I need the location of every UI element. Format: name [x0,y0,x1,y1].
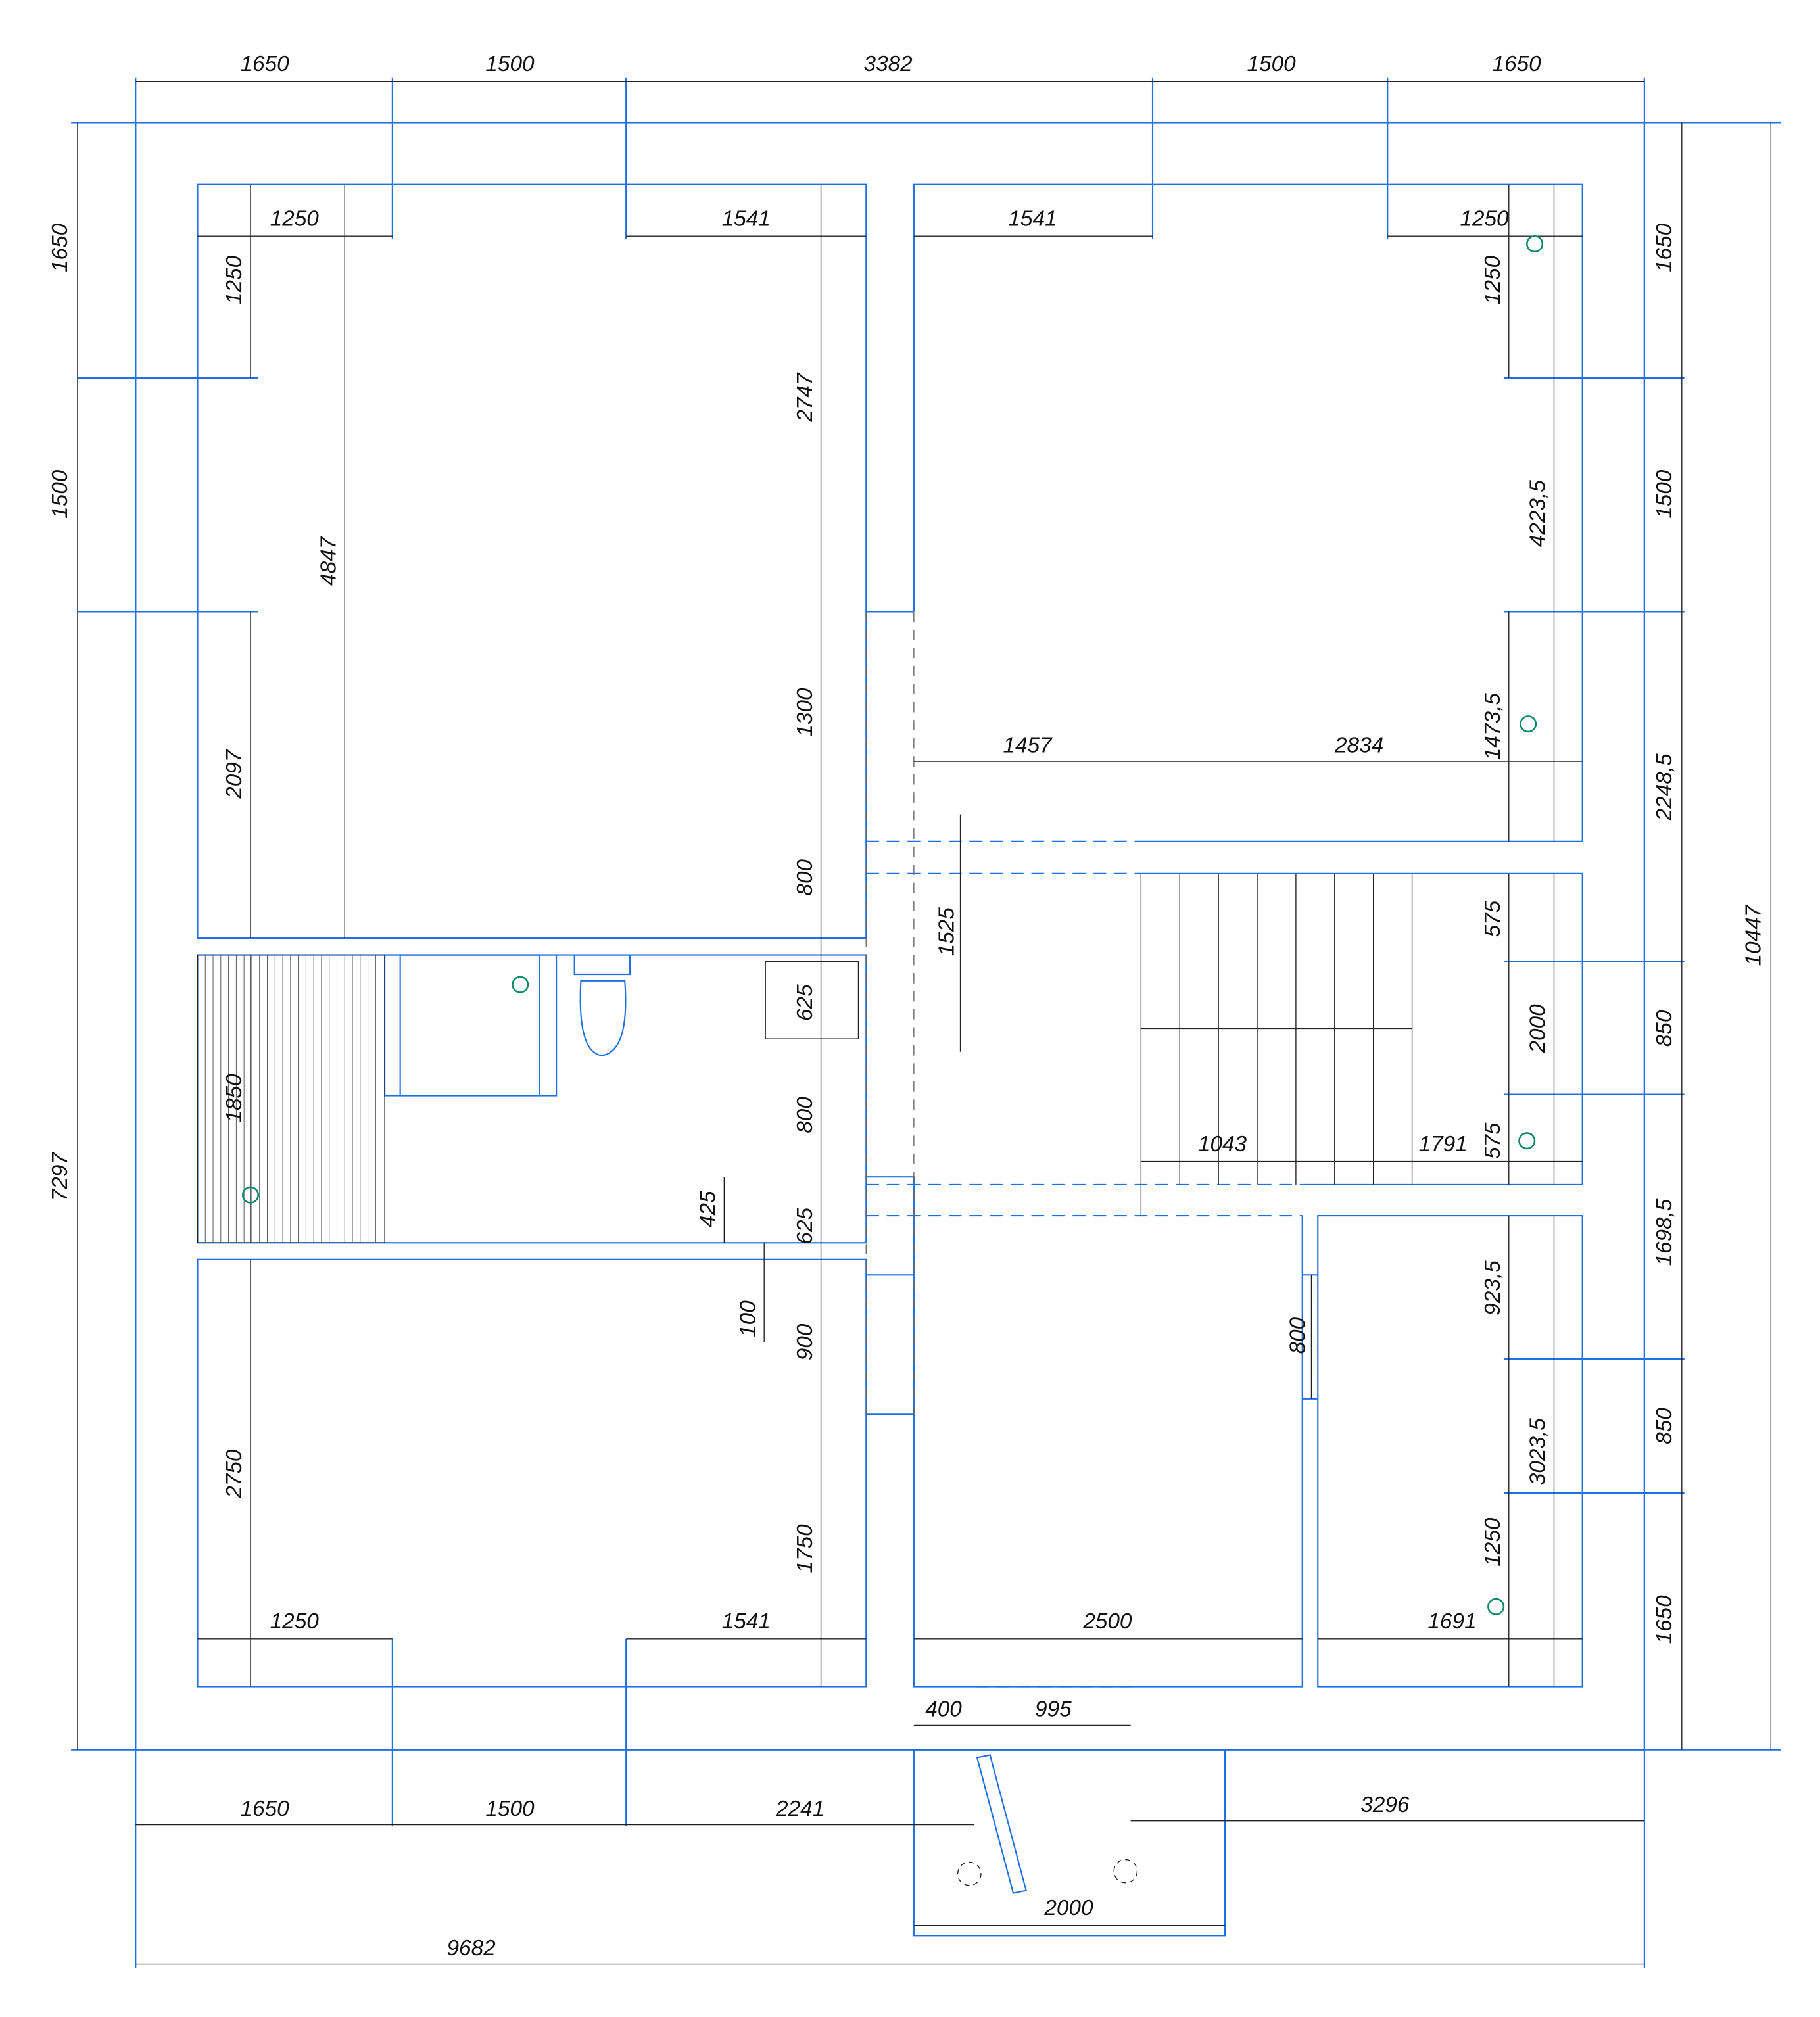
dim-label: 2241 [775,1797,825,1821]
dim-label: 1473,5 [1481,693,1505,760]
dim-label: 7297 [48,1152,72,1202]
sauna-slats [197,954,385,1243]
dim-label: 3023,5 [1526,1418,1550,1485]
dim-label: 1698,5 [1652,1198,1677,1266]
dim-label: 1250 [222,255,247,304]
dim-label: 1457 [1003,733,1053,757]
dim-label: 1541 [722,1609,771,1634]
dim-label: 1791 [1419,1132,1468,1156]
dim-label: 1691 [1427,1609,1476,1634]
dim-label: 1850 [222,1074,247,1123]
dim-label: 1650 [240,1797,289,1821]
dim-label: 100 [736,1300,760,1337]
grid-lines [71,77,1781,1968]
dim-label: 900 [793,1323,817,1360]
stairs-box [1141,872,1583,1186]
dim-label: 1250 [270,207,320,231]
dimension-lines [77,80,1771,1965]
dim-label: 1541 [1008,207,1057,231]
dim-label: 2097 [222,749,247,799]
dim-label: 1650 [1652,223,1677,272]
dim-label: 800 [793,859,817,895]
corridor [866,611,1318,1688]
dim-label: 2000 [1043,1896,1093,1920]
post-icon [1113,1859,1138,1884]
bathtub [399,954,540,1097]
room-bottom-left [197,1258,867,1688]
dim-label: 400 [925,1697,962,1722]
post-icon [957,1861,982,1886]
sink [765,961,859,1039]
dim-label: 2500 [1082,1609,1132,1634]
dim-label: 625 [793,1207,817,1244]
dim-label: 800 [793,1097,817,1133]
dim-label: 4223,5 [1526,480,1550,547]
room-top-left [197,183,867,939]
dim-label: 1500 [1652,469,1677,519]
dim-label: 1500 [485,52,535,76]
dim-label: 3382 [864,52,913,76]
room-top-right [913,183,1583,842]
dim-label: 2750 [222,1449,247,1499]
marker-icon [1487,1598,1505,1615]
dim-label: 1541 [722,207,771,231]
dim-label: 1250 [1481,255,1505,304]
dim-label: 2834 [1334,733,1383,757]
dim-label: 1250 [270,1609,320,1634]
marker-icon [1520,715,1537,733]
dim-label: 1650 [240,52,289,76]
dim-label: 923,5 [1481,1260,1505,1316]
walls [71,77,1781,1968]
marker-icon [241,1186,260,1204]
door-leaf [976,1754,1027,1894]
outer-wall [135,122,1645,1751]
dim-label: 1500 [1247,52,1297,76]
dim-label: 10447 [1742,904,1766,966]
dim-label: 4847 [317,536,341,586]
dim-label: 1750 [793,1524,817,1573]
dim-label: 1525 [935,907,959,957]
dimension-labels: 1650 1500 3382 1500 1650 1650 1500 7297 … [48,52,1765,1960]
shower-tray [384,954,558,1097]
dim-label: 850 [1652,1408,1677,1444]
dim-label: 575 [1481,1122,1505,1159]
marker-icon [1525,235,1544,253]
dim-label: 625 [793,984,817,1021]
dim-label: 3296 [1360,1793,1410,1817]
dim-label: 2000 [1526,1004,1550,1054]
dim-label: 1650 [48,223,72,272]
dim-label: 1300 [793,688,817,737]
dim-label: 425 [696,1191,721,1227]
dim-label: 1250 [1460,207,1509,231]
dim-label: 1500 [485,1797,535,1821]
dim-label: 800 [1286,1317,1310,1354]
dim-label: 575 [1481,900,1505,937]
dim-label: 1650 [1492,52,1541,76]
dim-label: 850 [1652,1010,1677,1047]
dim-label: 1043 [1198,1132,1247,1156]
dim-label: 995 [1035,1697,1072,1722]
dim-label: 2248,5 [1652,753,1677,821]
toilet [573,954,631,1056]
marker-icon [512,976,529,993]
dim-label: 9682 [447,1936,496,1960]
dim-label: 2747 [793,372,817,423]
dim-label: 1250 [1481,1517,1505,1567]
stairs [1140,873,1413,1216]
openings [866,840,1303,1688]
dim-label: 1650 [1652,1595,1677,1644]
dim-label: 1500 [48,469,72,519]
markers [241,235,1544,1886]
marker-icon [1518,1132,1536,1150]
